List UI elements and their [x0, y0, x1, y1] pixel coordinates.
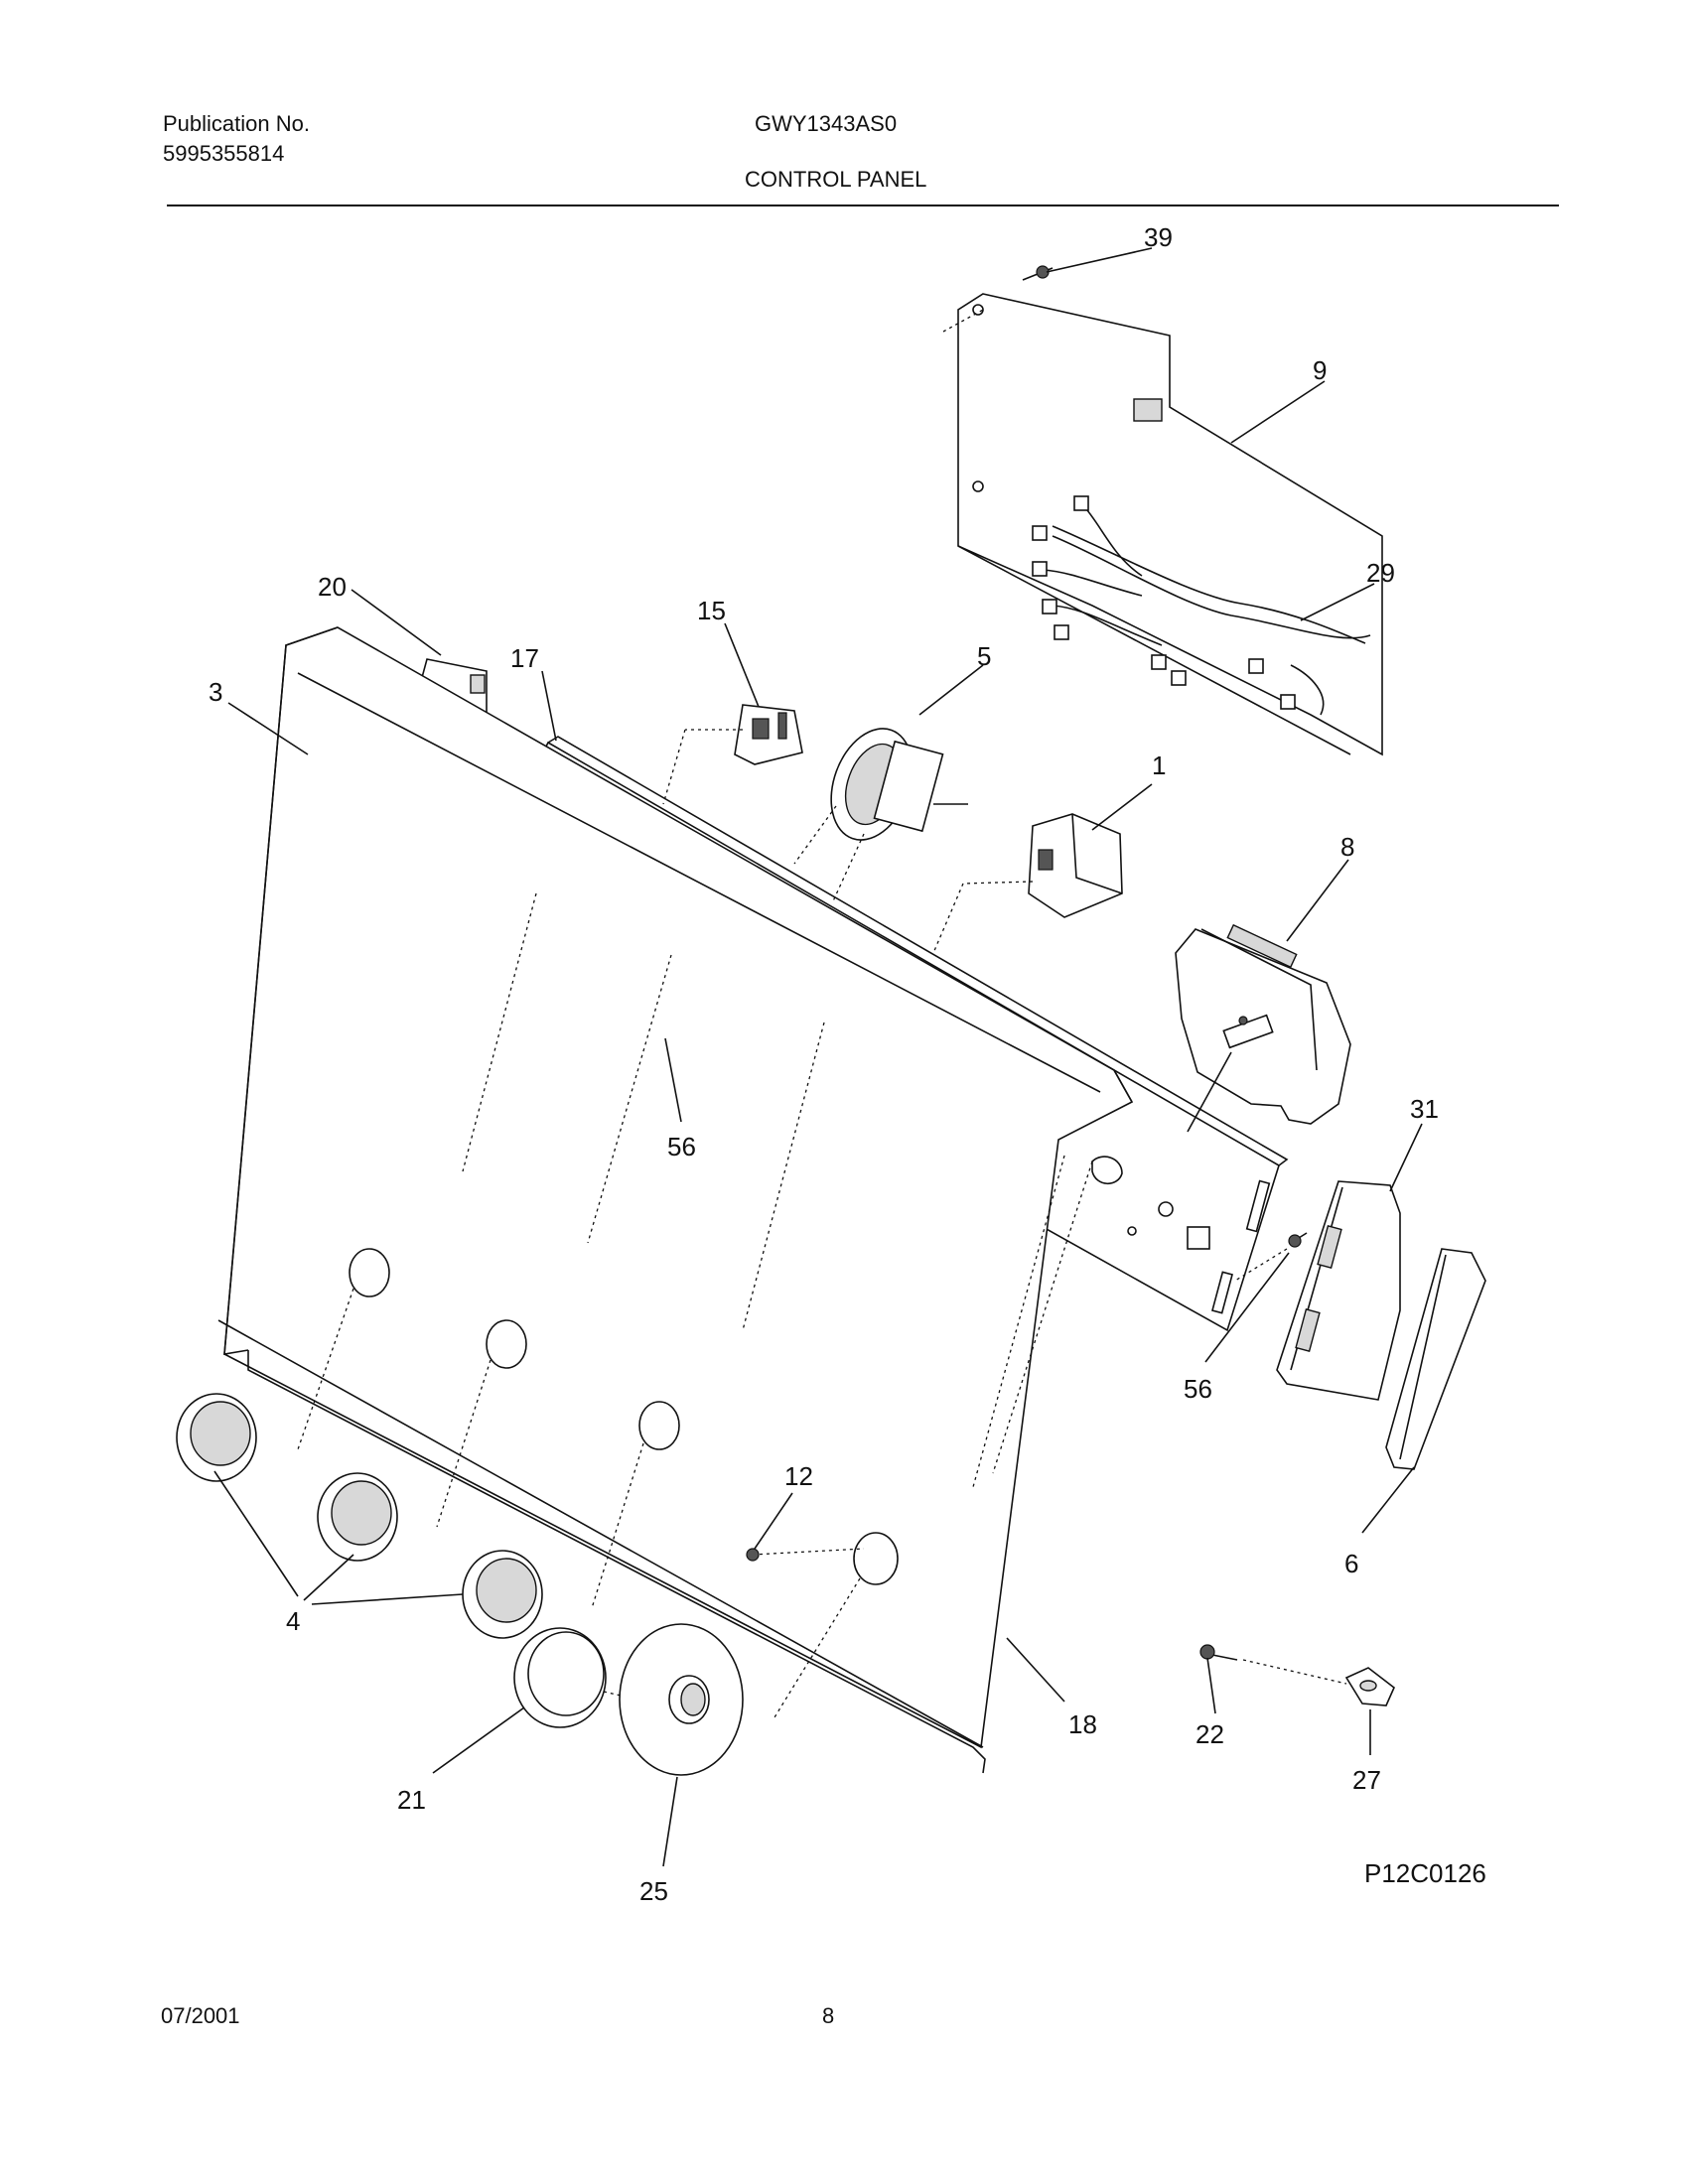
label-29: 29 [1366, 558, 1395, 588]
label-15: 15 [697, 596, 726, 625]
label-18: 18 [1068, 1709, 1097, 1739]
part-6-end-trim-right [1385, 1248, 1486, 1470]
label-21: 21 [397, 1785, 426, 1815]
part-18-control-panel [217, 626, 1134, 1774]
part-31-end-cap-right [1276, 1180, 1401, 1401]
model-number: GWY1343AS0 [755, 111, 898, 136]
part-27-clip [1344, 1667, 1395, 1706]
part-15-switch [662, 704, 803, 805]
leader-lines [213, 247, 1423, 1867]
part-21-knob [513, 1627, 656, 1728]
part-8-timer [1175, 923, 1351, 1133]
part-number-labels: 39 9 29 20 3 17 15 5 1 8 56 31 56 6 12 4… [209, 222, 1439, 1906]
part-22-screw [1199, 1644, 1347, 1685]
label-6: 6 [1344, 1549, 1358, 1578]
label-9: 9 [1313, 355, 1327, 385]
part-56-screw-right [1234, 1232, 1308, 1282]
footer-date: 07/2001 [161, 2003, 240, 2028]
label-8: 8 [1340, 832, 1354, 862]
part-39-screw [1022, 265, 1054, 281]
assembly-lines [297, 892, 1093, 1718]
label-27: 27 [1352, 1765, 1381, 1795]
section-title: CONTROL PANEL [745, 167, 927, 192]
part-5-pressure-switch [793, 728, 968, 904]
label-56-right: 56 [1184, 1374, 1212, 1404]
label-39: 39 [1144, 222, 1173, 252]
part-12-screw [746, 1548, 760, 1562]
label-3: 3 [209, 677, 222, 707]
part-1-selector-switch [932, 813, 1123, 954]
footer-page-number: 8 [822, 2003, 835, 2028]
label-5: 5 [977, 641, 991, 671]
header-rule [167, 205, 1559, 206]
label-56-center: 56 [667, 1132, 696, 1161]
part-9-rear-cover [942, 293, 1383, 756]
publication-number: 5995355814 [163, 141, 285, 166]
label-31: 31 [1410, 1094, 1439, 1124]
label-12: 12 [784, 1461, 813, 1491]
publication-label: Publication No. [163, 111, 310, 136]
figure-code: P12C0126 [1364, 1858, 1486, 1888]
label-25: 25 [639, 1876, 668, 1906]
part-4-knobs [176, 1393, 543, 1639]
label-4: 4 [286, 1606, 300, 1636]
label-22: 22 [1196, 1719, 1224, 1749]
part-29-wire-harness [1032, 495, 1371, 716]
part-25-timer-dial [619, 1623, 744, 1776]
label-20: 20 [318, 572, 347, 602]
label-1: 1 [1152, 751, 1166, 780]
label-17: 17 [510, 643, 539, 673]
